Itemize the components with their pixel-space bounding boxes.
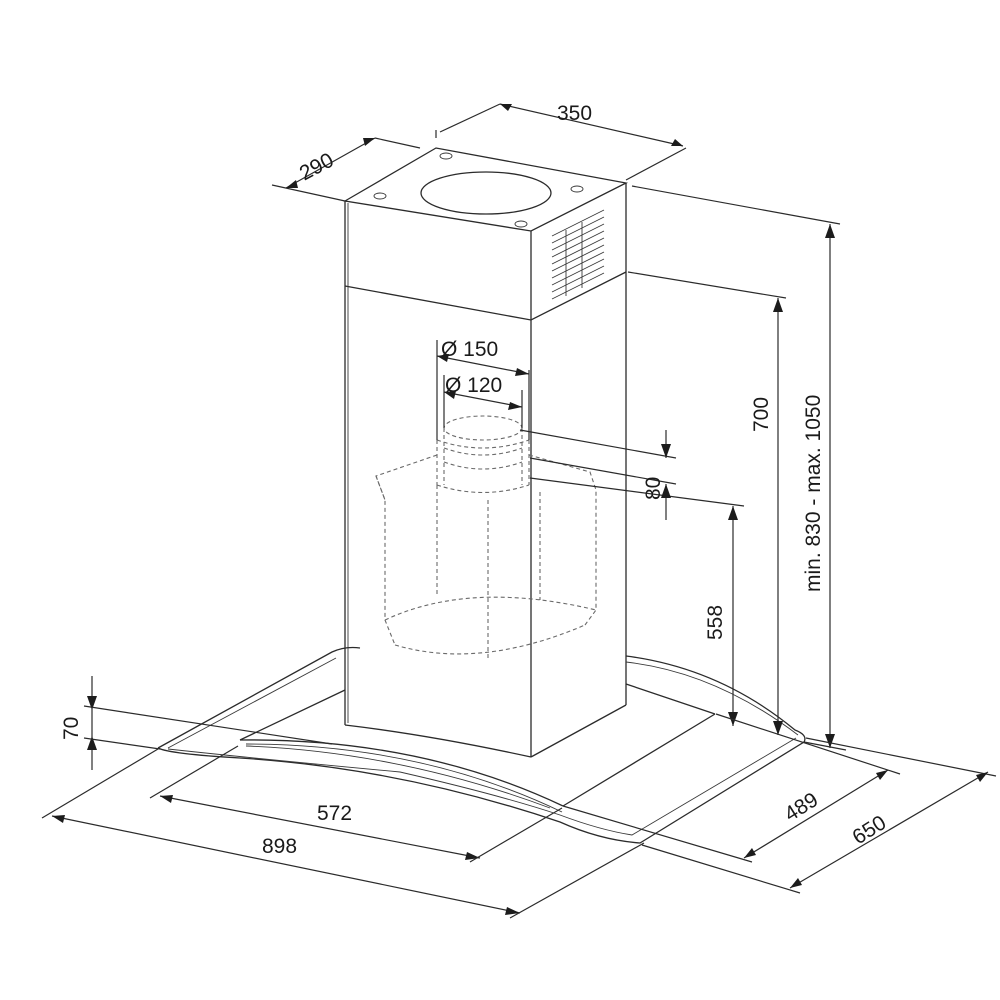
- dim-glass-width: 572: [149, 745, 563, 863]
- label-diameter-120: Ø 120: [445, 374, 502, 397]
- label-489: 489: [780, 788, 822, 826]
- dim-chimney-height: 700: [627, 271, 787, 735]
- label-830-1050: min. 830 - max. 1050: [802, 395, 825, 592]
- label-80: 80: [642, 477, 665, 500]
- label-70: 70: [60, 717, 83, 740]
- label-898: 898: [262, 835, 297, 858]
- dim-flange: 80: [519, 429, 677, 520]
- label-350: 350: [557, 102, 592, 125]
- label-650: 650: [848, 811, 890, 849]
- dim-total-depth: 650: [641, 737, 997, 894]
- label-290: 290: [296, 149, 338, 186]
- dim-inner-height: 558: [529, 477, 745, 726]
- dim-width-top: 350: [435, 102, 687, 181]
- label-diameter-150: Ø 150: [441, 338, 498, 361]
- chimney: [343, 147, 629, 758]
- top-outlet: [373, 152, 584, 228]
- dim-total-height: min. 830 - max. 1050: [631, 185, 847, 751]
- label-558: 558: [704, 605, 727, 640]
- vent-grille: [551, 209, 605, 300]
- hidden-motor: [375, 454, 597, 660]
- dim-duct-diameters: Ø 150 Ø 120: [436, 338, 530, 440]
- glass-canopy: [157, 646, 806, 844]
- dim-canopy-thickness: 70: [60, 676, 333, 770]
- label-572: 572: [317, 802, 352, 825]
- hidden-duct: [436, 415, 530, 494]
- dim-total-width: 898: [41, 748, 645, 919]
- label-700: 700: [750, 397, 773, 432]
